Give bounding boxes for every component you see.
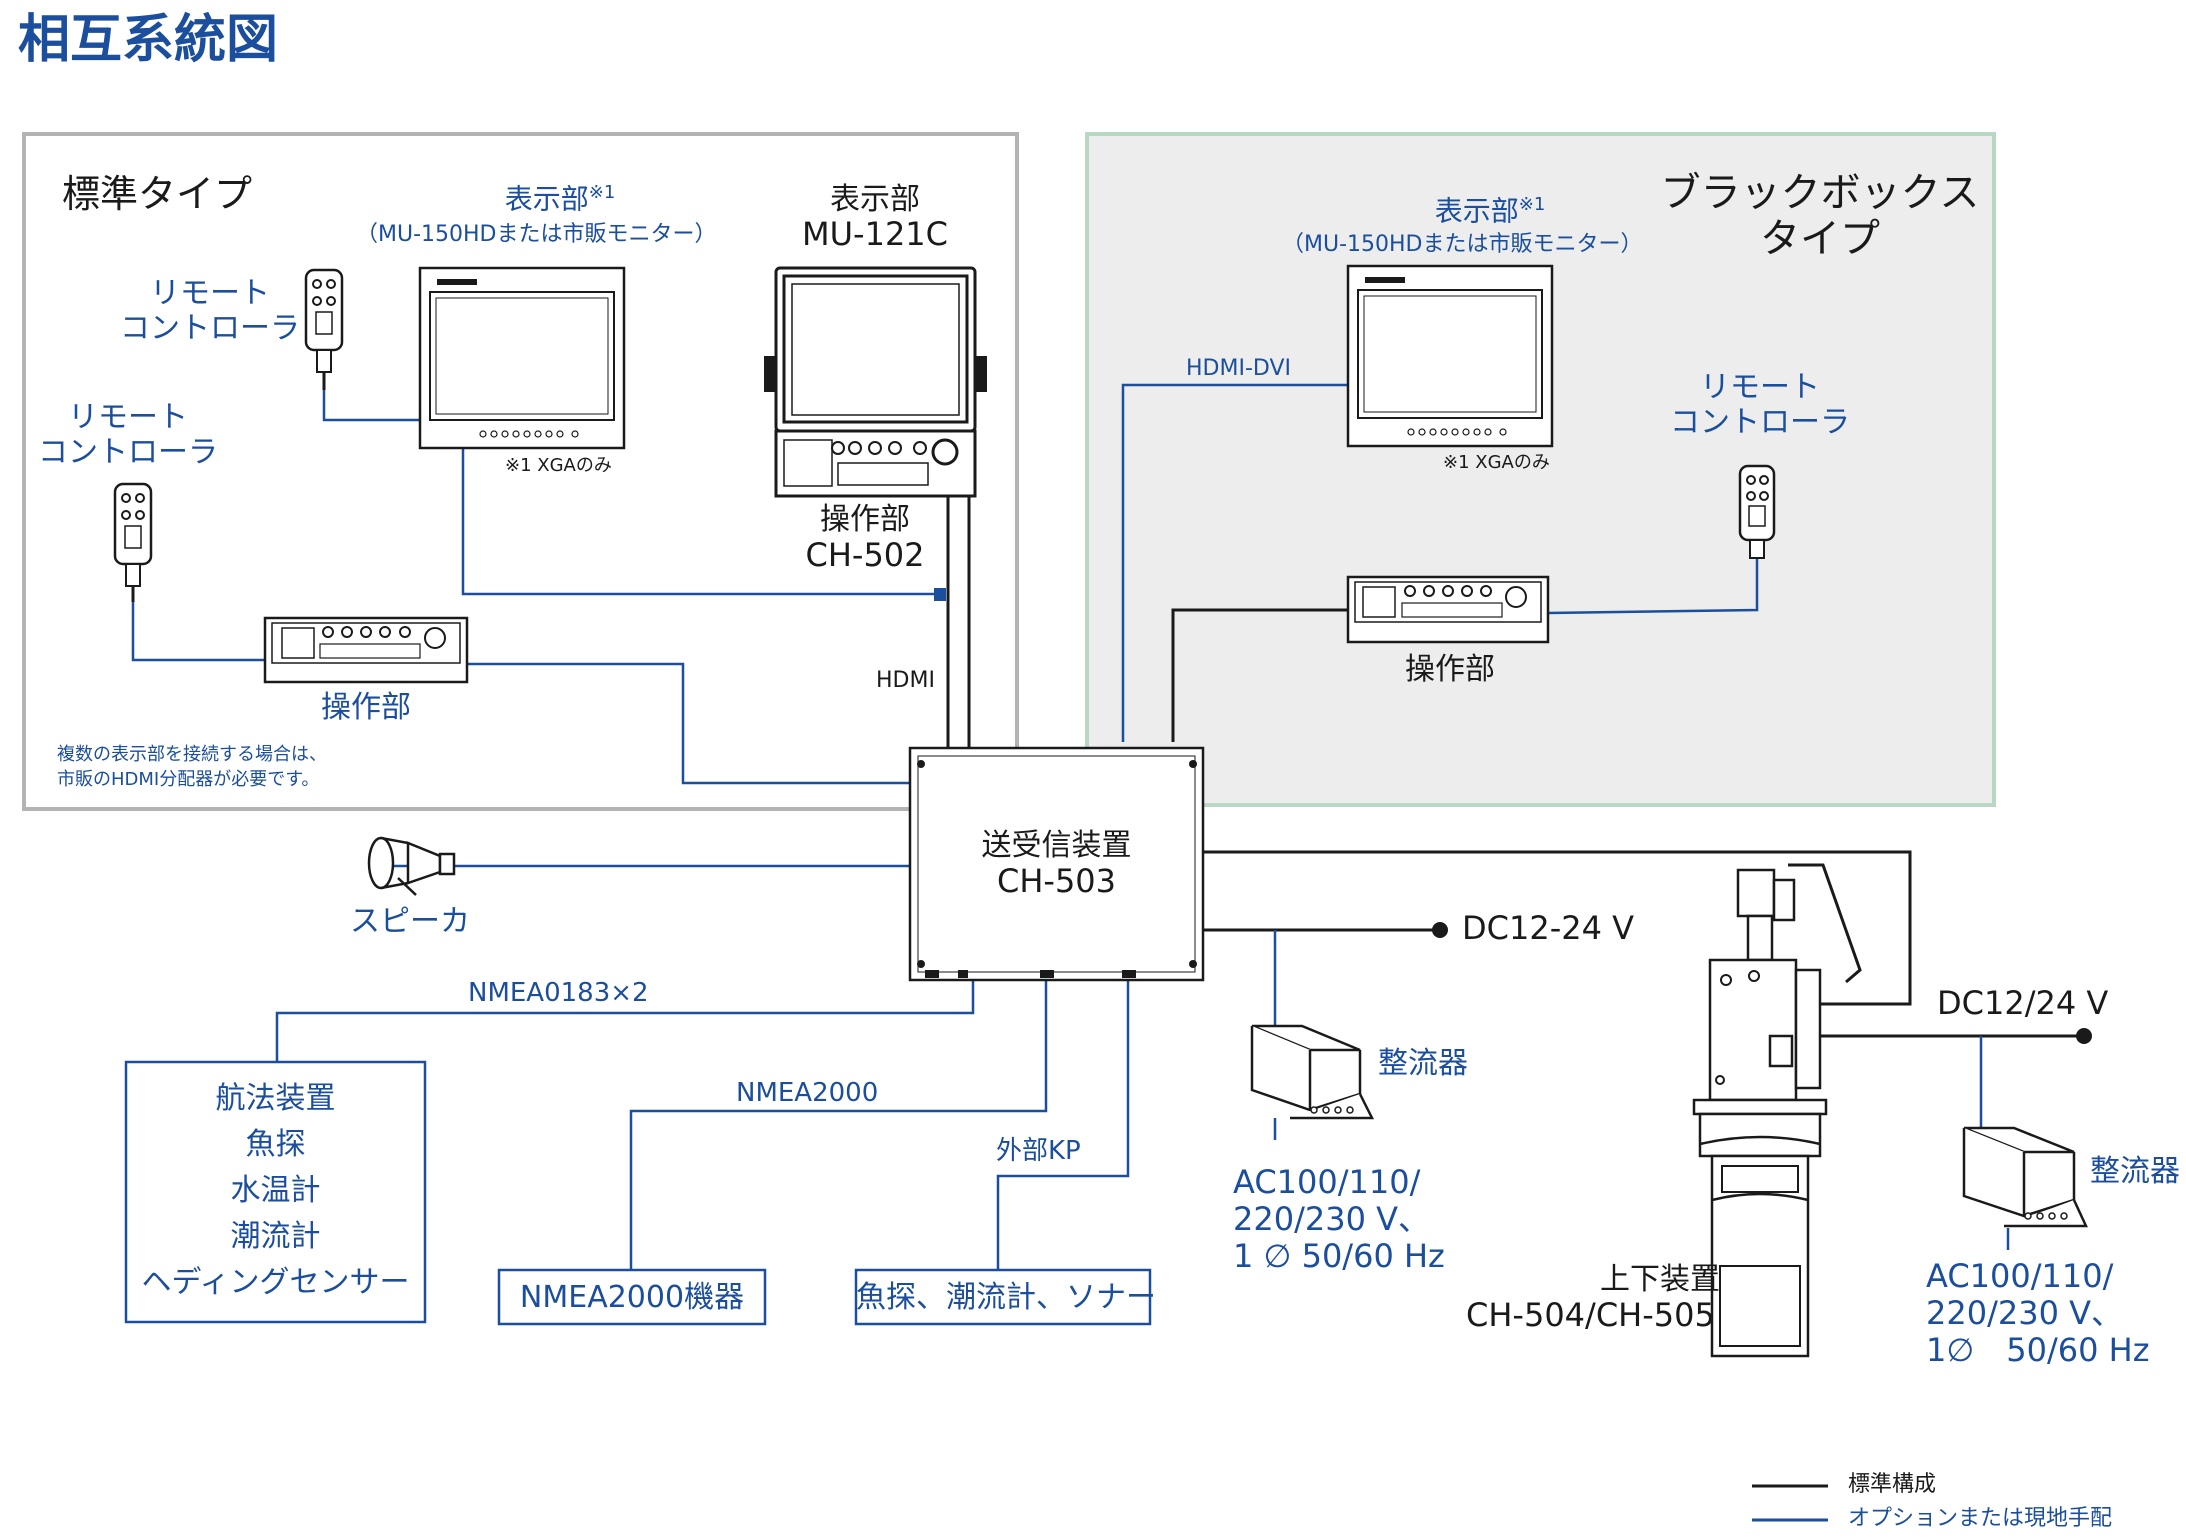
nav-item-3: 水温計: [230, 1173, 321, 1208]
standard-note-line1: 複数の表示部を接続する場合は、: [57, 744, 327, 765]
nav-item-2: 魚探: [245, 1127, 306, 1162]
standard-type-frame: [22, 132, 1019, 811]
blackbox-control-label: 操作部: [1405, 652, 1495, 687]
hdmi-junction: [934, 588, 946, 601]
rectifier2-spec-line1: AC100/110/: [1926, 1257, 2114, 1295]
legend-standard-label: 標準構成: [1848, 1472, 1937, 1497]
standard-display-note: ※1 XGAのみ: [505, 455, 612, 476]
standard-optional-control-unit: [263, 616, 469, 684]
remote-controller-1: [304, 268, 344, 390]
remote2-line1: リモート: [68, 400, 188, 435]
rectifier1-spec-line1: AC100/110/: [1233, 1163, 1421, 1201]
rectifier1-label: 整流器: [1378, 1046, 1468, 1081]
nav-equipment-list: 航法装置 魚探 水温計 潮流計 ヘディングセンサー: [126, 1076, 425, 1306]
rectifier-1: [1250, 1024, 1375, 1120]
dc12-24-label: DC12-24 V: [1462, 909, 1635, 947]
mu121c-display: [764, 266, 987, 498]
nav-equipment-box: [124, 1060, 427, 1324]
standard-display-model: （MU-150HDまたは市販モニター）: [356, 222, 717, 247]
remote2-label: リモート コントローラ: [28, 400, 228, 471]
standard-display-name: 表示部: [504, 182, 589, 216]
hoist-model: CH-504/CH-505: [1466, 1296, 1715, 1334]
remote1-line1: リモート: [150, 276, 270, 311]
hoist-unit: [1692, 868, 1828, 1358]
kp-devices-label: 魚探、潮流計、ソナー: [856, 1280, 1156, 1315]
speaker-label: スピーカ: [350, 904, 470, 939]
blackbox-display-model: （MU-150HDまたは市販モニター）: [1282, 232, 1643, 257]
rectifier1-spec-line3: 1 ∅ 50/60 Hz: [1233, 1236, 1445, 1275]
standard-note: 複数の表示部を接続する場合は、 市販のHDMI分配器が必要です。: [57, 742, 327, 792]
nav-item-4: 潮流計: [230, 1219, 321, 1254]
hdmi-label: HDMI: [876, 668, 935, 693]
remote-controller-3: [1738, 464, 1776, 559]
nmea2000-device-box: [497, 1268, 767, 1326]
remote1-line2: コントローラ: [120, 311, 300, 347]
dc12-24-hoist-terminal: [2076, 1028, 2092, 1044]
standard-note-line2: 市販のHDMI分配器が必要です。: [57, 769, 320, 791]
remote3-line2: コントローラ: [1670, 405, 1850, 441]
nav-item-1: 航法装置: [215, 1081, 336, 1116]
rectifier2-spec-line3: 1∅ 50/60 Hz: [1926, 1330, 2150, 1369]
remote1-label: リモート コントローラ: [110, 276, 310, 347]
blackbox-display-note: ※1 XGAのみ: [1443, 452, 1550, 473]
standard-lines: [946, 495, 2082, 1038]
hdmi-dvi-label: HDMI-DVI: [1186, 356, 1291, 381]
hoist-power-label: DC12/24 V: [1937, 984, 2109, 1022]
ch502-name: 操作部: [820, 502, 910, 537]
rectifier2-label: 整流器: [2090, 1154, 2180, 1189]
external-kp-label: 外部KP: [996, 1136, 1081, 1166]
blackbox-control-unit: [1346, 575, 1550, 644]
transceiver-model: CH-503: [996, 862, 1117, 900]
page-title: 相互系統図: [18, 10, 279, 70]
blackbox-display-sup: ※1: [1518, 194, 1546, 215]
standard-type-label: 標準タイプ: [62, 172, 253, 216]
standard-control-label: 操作部: [321, 690, 411, 725]
standard-optional-monitor: [418, 266, 626, 450]
rectifier2-spec-line2: 220/230 V、: [1926, 1293, 2124, 1332]
speaker-icon: [367, 836, 456, 896]
remote2-line2: コントローラ: [38, 435, 218, 471]
mu121c-model: MU-121C: [802, 215, 948, 253]
blackbox-type-frame: [1085, 132, 1996, 807]
nmea0183-label: NMEA0183×2: [468, 978, 649, 1008]
blackbox-type-label: ブラックボックス タイプ: [1660, 170, 1980, 262]
rectifier1-spec: AC100/110/ 220/230 V、 1 ∅ 50/60 Hz: [1233, 1164, 1445, 1274]
blackbox-monitor: [1346, 264, 1554, 448]
dc12-24-terminal: [1432, 922, 1448, 938]
nav-item-5: ヘディングセンサー: [141, 1265, 410, 1300]
optional-lines: [131, 358, 2010, 1270]
blackbox-label-line1: ブラックボックス: [1660, 170, 1980, 216]
blackbox-display-label: 表示部※1: [1390, 194, 1590, 227]
mu121c-name: 表示部: [830, 182, 920, 217]
blackbox-display-name: 表示部: [1434, 194, 1519, 228]
legend-optional-label: オプションまたは現地手配: [1848, 1506, 2113, 1531]
transceiver-name: 送受信装置: [981, 828, 1132, 863]
hoist-name: 上下装置: [1600, 1262, 1720, 1297]
kp-device-box: [854, 1268, 1152, 1326]
rectifier1-spec-line2: 220/230 V、: [1233, 1199, 1431, 1238]
standard-display-label: 表示部※1: [460, 182, 660, 215]
ch502-model: CH-502: [805, 536, 925, 574]
rectifier2-spec: AC100/110/ 220/230 V、 1∅ 50/60 Hz: [1926, 1258, 2150, 1368]
rectifier-2: [1962, 1126, 2088, 1228]
remote3-line1: リモート: [1700, 370, 1820, 405]
nmea2000-label: NMEA2000: [736, 1078, 879, 1108]
remote-controller-2: [113, 482, 153, 602]
standard-display-sup: ※1: [588, 182, 616, 203]
transceiver-unit: [908, 746, 1205, 982]
blackbox-label-line2: タイプ: [1760, 216, 1880, 262]
nmea2000-device-label: NMEA2000機器: [519, 1280, 745, 1315]
remote3-label: リモート コントローラ: [1660, 370, 1860, 441]
